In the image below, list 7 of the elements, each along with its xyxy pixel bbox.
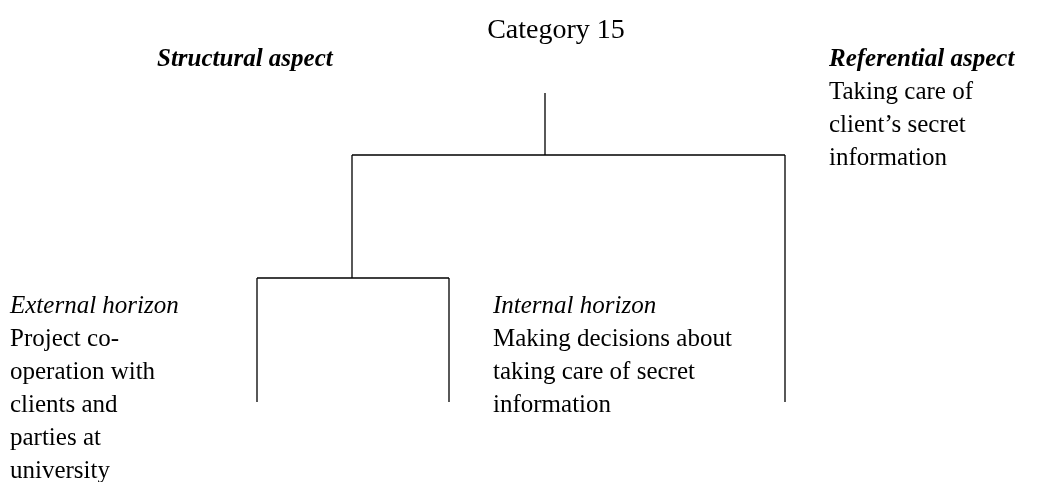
horizon-heading: Internal horizon: [493, 290, 658, 320]
aspect-heading: Referential aspect: [829, 43, 1016, 73]
horizon-heading: External horizon: [10, 290, 180, 320]
description-text: Making decisions about taking care of secret information: [493, 323, 733, 419]
description-text: Taking care of client’s secret information: [829, 76, 974, 172]
aspect-heading: Structural aspect: [157, 43, 335, 73]
diagram-title: Category 15: [486, 12, 626, 45]
